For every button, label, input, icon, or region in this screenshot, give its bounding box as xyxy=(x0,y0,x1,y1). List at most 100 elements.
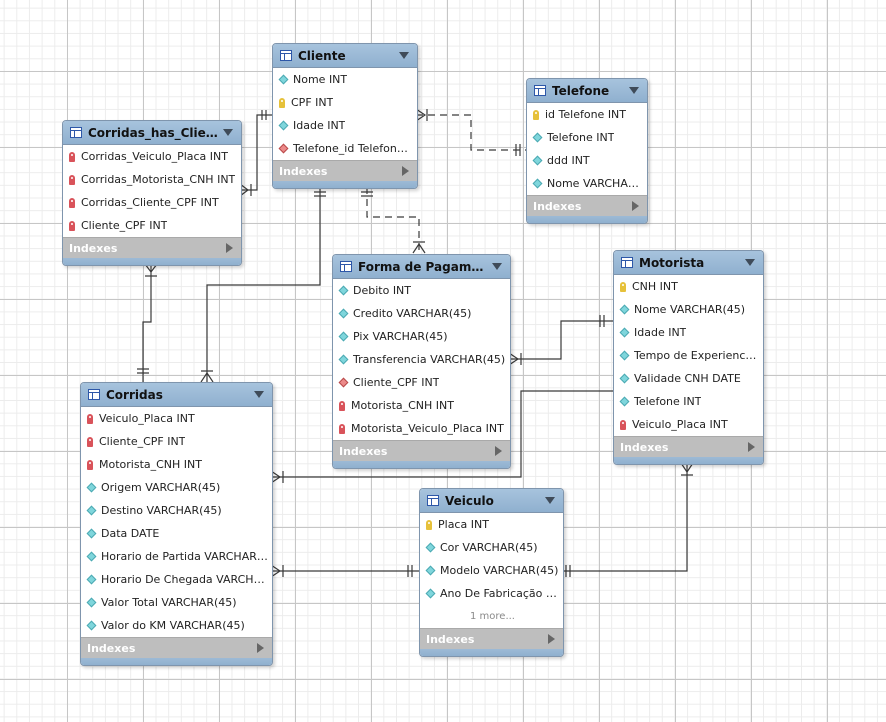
column-row[interactable]: Telefone_id Telefone I... xyxy=(273,137,417,160)
expand-arrow-icon[interactable] xyxy=(748,442,755,452)
relation-motorista-corridas[interactable] xyxy=(271,390,613,478)
column-row[interactable]: Idade INT xyxy=(273,114,417,137)
table-header[interactable]: Corridas xyxy=(81,383,272,407)
relation-cliente-pagamento[interactable] xyxy=(366,187,420,253)
column-row[interactable]: Valor Total VARCHAR(45) xyxy=(81,591,272,614)
column-label: Horario De Chegada VARCHAR(45) xyxy=(101,573,268,586)
column-row[interactable]: Motorista_CNH INT xyxy=(81,453,272,476)
column-row[interactable]: Modelo VARCHAR(45) xyxy=(420,559,563,582)
column-row[interactable]: ddd INT xyxy=(527,149,647,172)
column-row[interactable]: Pix VARCHAR(45) xyxy=(333,325,510,348)
table-header[interactable]: Motorista xyxy=(614,251,763,275)
column-row[interactable]: Idade INT xyxy=(614,321,763,344)
column-row[interactable]: Origem VARCHAR(45) xyxy=(81,476,272,499)
column-row[interactable]: Telefone INT xyxy=(527,126,647,149)
crowfoot-marker xyxy=(144,263,158,277)
column-row[interactable]: Telefone INT xyxy=(614,390,763,413)
column-row[interactable]: Horario de Partida VARCHAR(45) xyxy=(81,545,272,568)
more-columns-link[interactable]: 1 more... xyxy=(470,611,515,622)
table-title: Veiculo xyxy=(445,493,494,508)
table-footer xyxy=(333,461,510,468)
column-row[interactable]: Veiculo_Placa INT xyxy=(614,413,763,436)
relation-cliente-corridas[interactable] xyxy=(206,187,321,382)
column-row[interactable]: Horario De Chegada VARCHAR(45) xyxy=(81,568,272,591)
column-row[interactable]: Corridas_Veiculo_Placa INT xyxy=(63,145,241,168)
column-icon xyxy=(619,396,630,407)
chevron-down-icon[interactable] xyxy=(545,497,555,504)
indexes-bar[interactable]: Indexes xyxy=(420,628,563,649)
column-row[interactable]: Nome VARCHAR(45) xyxy=(614,298,763,321)
crowfoot-marker xyxy=(415,108,428,122)
column-label: Idade INT xyxy=(634,326,687,339)
column-row[interactable]: Debito INT xyxy=(333,279,510,302)
column-row[interactable]: CNH INT xyxy=(614,275,763,298)
column-row[interactable]: Valor do KM VARCHAR(45) xyxy=(81,614,272,637)
indexes-bar[interactable]: Indexes xyxy=(63,237,241,258)
chevron-down-icon[interactable] xyxy=(399,52,409,59)
indexes-bar[interactable]: Indexes xyxy=(614,436,763,457)
column-row[interactable]: id Telefone INT xyxy=(527,103,647,126)
column-row[interactable]: Veiculo_Placa INT xyxy=(81,407,272,430)
table-corridas-has-cliente[interactable]: Corridas_has_Clien... Corridas_Veiculo_P… xyxy=(62,120,242,266)
expand-arrow-icon[interactable] xyxy=(495,446,502,456)
column-row[interactable]: Motorista_Veiculo_Placa INT xyxy=(333,417,510,440)
column-row[interactable]: CPF INT xyxy=(273,91,417,114)
column-row[interactable]: Destino VARCHAR(45) xyxy=(81,499,272,522)
expand-arrow-icon[interactable] xyxy=(548,634,555,644)
expand-arrow-icon[interactable] xyxy=(402,166,409,176)
column-row[interactable]: Validade CNH DATE xyxy=(614,367,763,390)
foreign-column-icon xyxy=(338,377,349,388)
indexes-bar[interactable]: Indexes xyxy=(527,195,647,216)
relation-motorista-veiculo[interactable] xyxy=(562,463,688,572)
column-row[interactable]: Ano De Fabricação DA... xyxy=(420,582,563,605)
column-row[interactable]: Credito VARCHAR(45) xyxy=(333,302,510,325)
column-row[interactable]: Transferencia VARCHAR(45) xyxy=(333,348,510,371)
relation-cliente-telefone[interactable] xyxy=(416,114,526,151)
relation-motorista-pagamento[interactable] xyxy=(509,320,613,360)
column-row[interactable]: Nome INT xyxy=(273,68,417,91)
column-row[interactable]: Cor VARCHAR(45) xyxy=(420,536,563,559)
chevron-down-icon[interactable] xyxy=(629,87,639,94)
column-row[interactable]: Cliente_CPF INT xyxy=(63,214,241,237)
column-icon xyxy=(278,74,289,85)
indexes-bar[interactable]: Indexes xyxy=(273,160,417,181)
chevron-down-icon[interactable] xyxy=(492,263,502,270)
expand-arrow-icon[interactable] xyxy=(632,201,639,211)
relation-cliente-chc[interactable] xyxy=(240,114,272,191)
table-header[interactable]: Telefone xyxy=(527,79,647,103)
expand-arrow-icon[interactable] xyxy=(257,643,264,653)
relation-chc-corridas[interactable] xyxy=(142,264,152,382)
column-icon xyxy=(86,597,97,608)
table-header[interactable]: Cliente xyxy=(273,44,417,68)
column-row[interactable]: Cliente_CPF INT xyxy=(81,430,272,453)
column-icon xyxy=(86,574,97,585)
column-row[interactable]: Data DATE xyxy=(81,522,272,545)
table-header[interactable]: Veiculo xyxy=(420,489,563,513)
expand-arrow-icon[interactable] xyxy=(226,243,233,253)
table-header[interactable]: Corridas_has_Clien... xyxy=(63,121,241,145)
chevron-down-icon[interactable] xyxy=(223,129,233,136)
column-label: ddd INT xyxy=(547,154,590,167)
column-row[interactable]: Corridas_Motorista_CNH INT xyxy=(63,168,241,191)
column-label: Motorista_Veiculo_Placa INT xyxy=(351,422,504,435)
column-row[interactable]: Nome VARCHAR(4... xyxy=(527,172,647,195)
column-row[interactable]: Tempo de Experiencia I... xyxy=(614,344,763,367)
column-row[interactable]: Motorista_CNH INT xyxy=(333,394,510,417)
column-row[interactable]: Cliente_CPF INT xyxy=(333,371,510,394)
table-header[interactable]: Forma de Pagamen... xyxy=(333,255,510,279)
column-row[interactable]: Placa INT xyxy=(420,513,563,536)
column-row[interactable]: Corridas_Cliente_CPF INT xyxy=(63,191,241,214)
table-icon xyxy=(88,389,100,400)
chevron-down-icon[interactable] xyxy=(745,259,755,266)
chevron-down-icon[interactable] xyxy=(254,391,264,398)
indexes-bar[interactable]: Indexes xyxy=(333,440,510,461)
column-label: Telefone INT xyxy=(634,395,702,408)
indexes-bar[interactable]: Indexes xyxy=(81,637,272,658)
